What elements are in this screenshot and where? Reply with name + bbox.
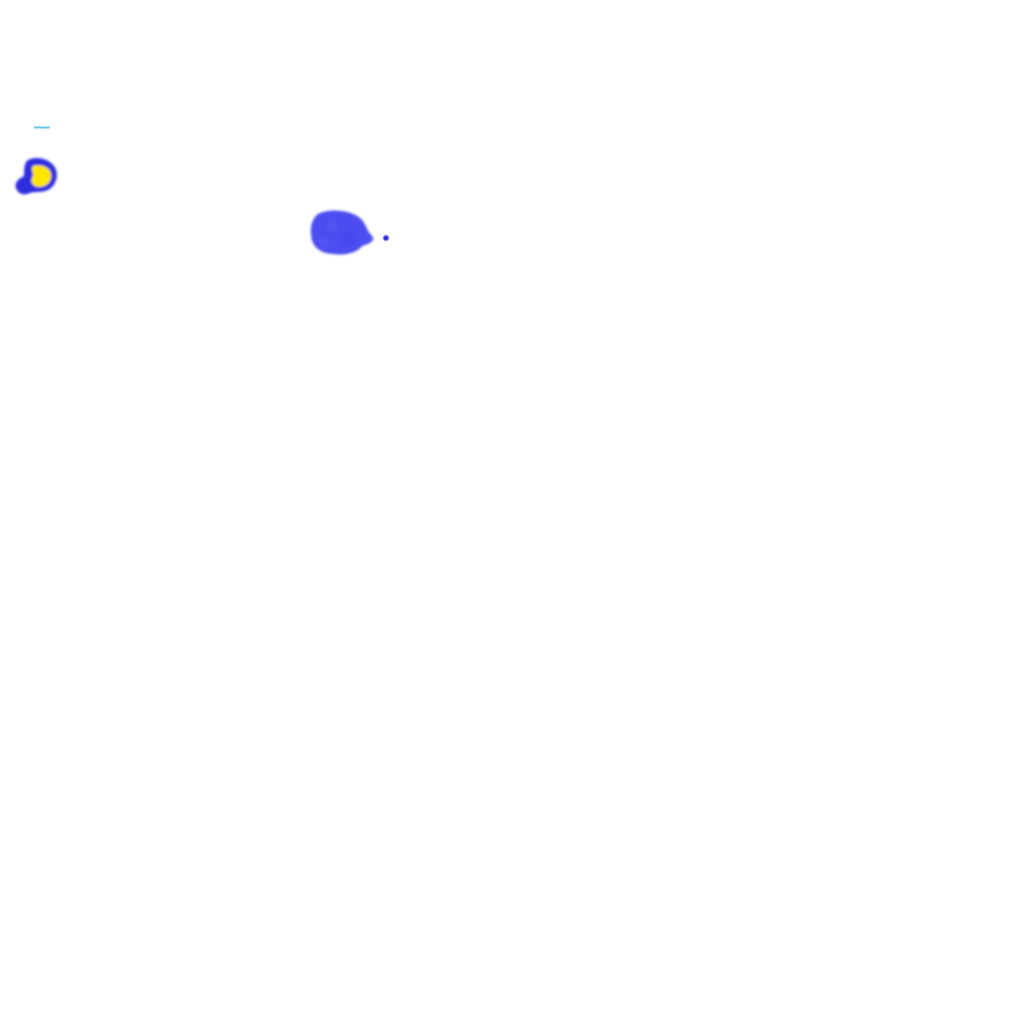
hotspot-blob-left-core	[31, 165, 52, 187]
cyan-streak	[34, 126, 50, 129]
hotspot-blob-left	[15, 158, 57, 195]
hotspot-blob-center	[310, 210, 374, 255]
hotspot-blob-center-texture	[326, 220, 338, 232]
hotspot-blob-center-texture	[341, 231, 355, 245]
hotspot-blob-center-texture	[319, 237, 329, 247]
hotspot-dot	[383, 235, 389, 241]
